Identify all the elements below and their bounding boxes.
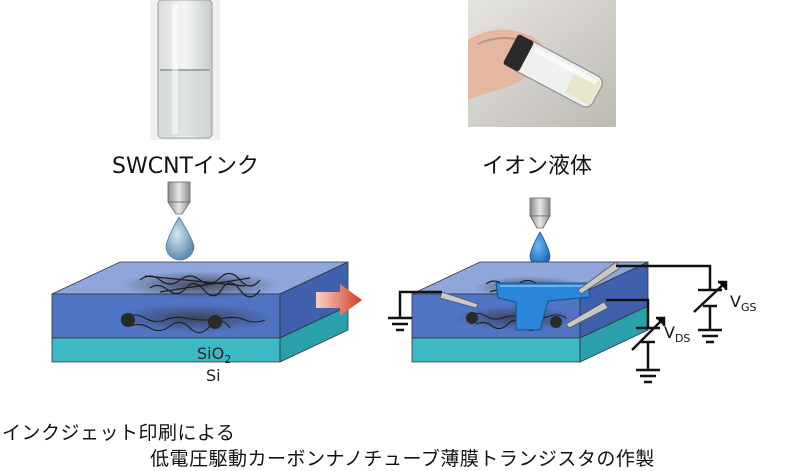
vgs-source-icon bbox=[693, 280, 728, 313]
swcnt-ink-droplet bbox=[165, 216, 195, 261]
sio2-label: SiO2 bbox=[197, 344, 232, 367]
ionic-liquid-photo bbox=[468, 0, 616, 127]
swcnt-ink-photo bbox=[150, 0, 220, 140]
vgs-label: VGS bbox=[730, 292, 757, 315]
ground-symbol bbox=[636, 368, 660, 384]
cnt-network-left bbox=[115, 271, 280, 334]
caption-line-1: インクジェット印刷による bbox=[2, 422, 236, 444]
ground-symbol bbox=[698, 328, 722, 344]
si-label: Si bbox=[206, 366, 221, 385]
ionic-liquid-label: イオン液体 bbox=[482, 154, 593, 179]
caption-line-2: 低電圧駆動カーボンナノチューブ薄膜トランジスタの作製 bbox=[150, 448, 655, 470]
circuit-wiring bbox=[398, 264, 712, 370]
inkjet-nozzle-right bbox=[529, 197, 551, 229]
swcnt-ink-label: SWCNTインク bbox=[112, 154, 259, 179]
process-arrow-icon bbox=[316, 284, 362, 316]
ground-symbol bbox=[388, 316, 412, 332]
substrate-left bbox=[51, 261, 349, 363]
vds-source-icon bbox=[631, 316, 666, 351]
ionic-liquid-droplet bbox=[529, 231, 551, 267]
probe-needles bbox=[439, 261, 621, 329]
inkjet-nozzle-left bbox=[167, 181, 191, 215]
vds-label: VDS bbox=[664, 323, 691, 346]
